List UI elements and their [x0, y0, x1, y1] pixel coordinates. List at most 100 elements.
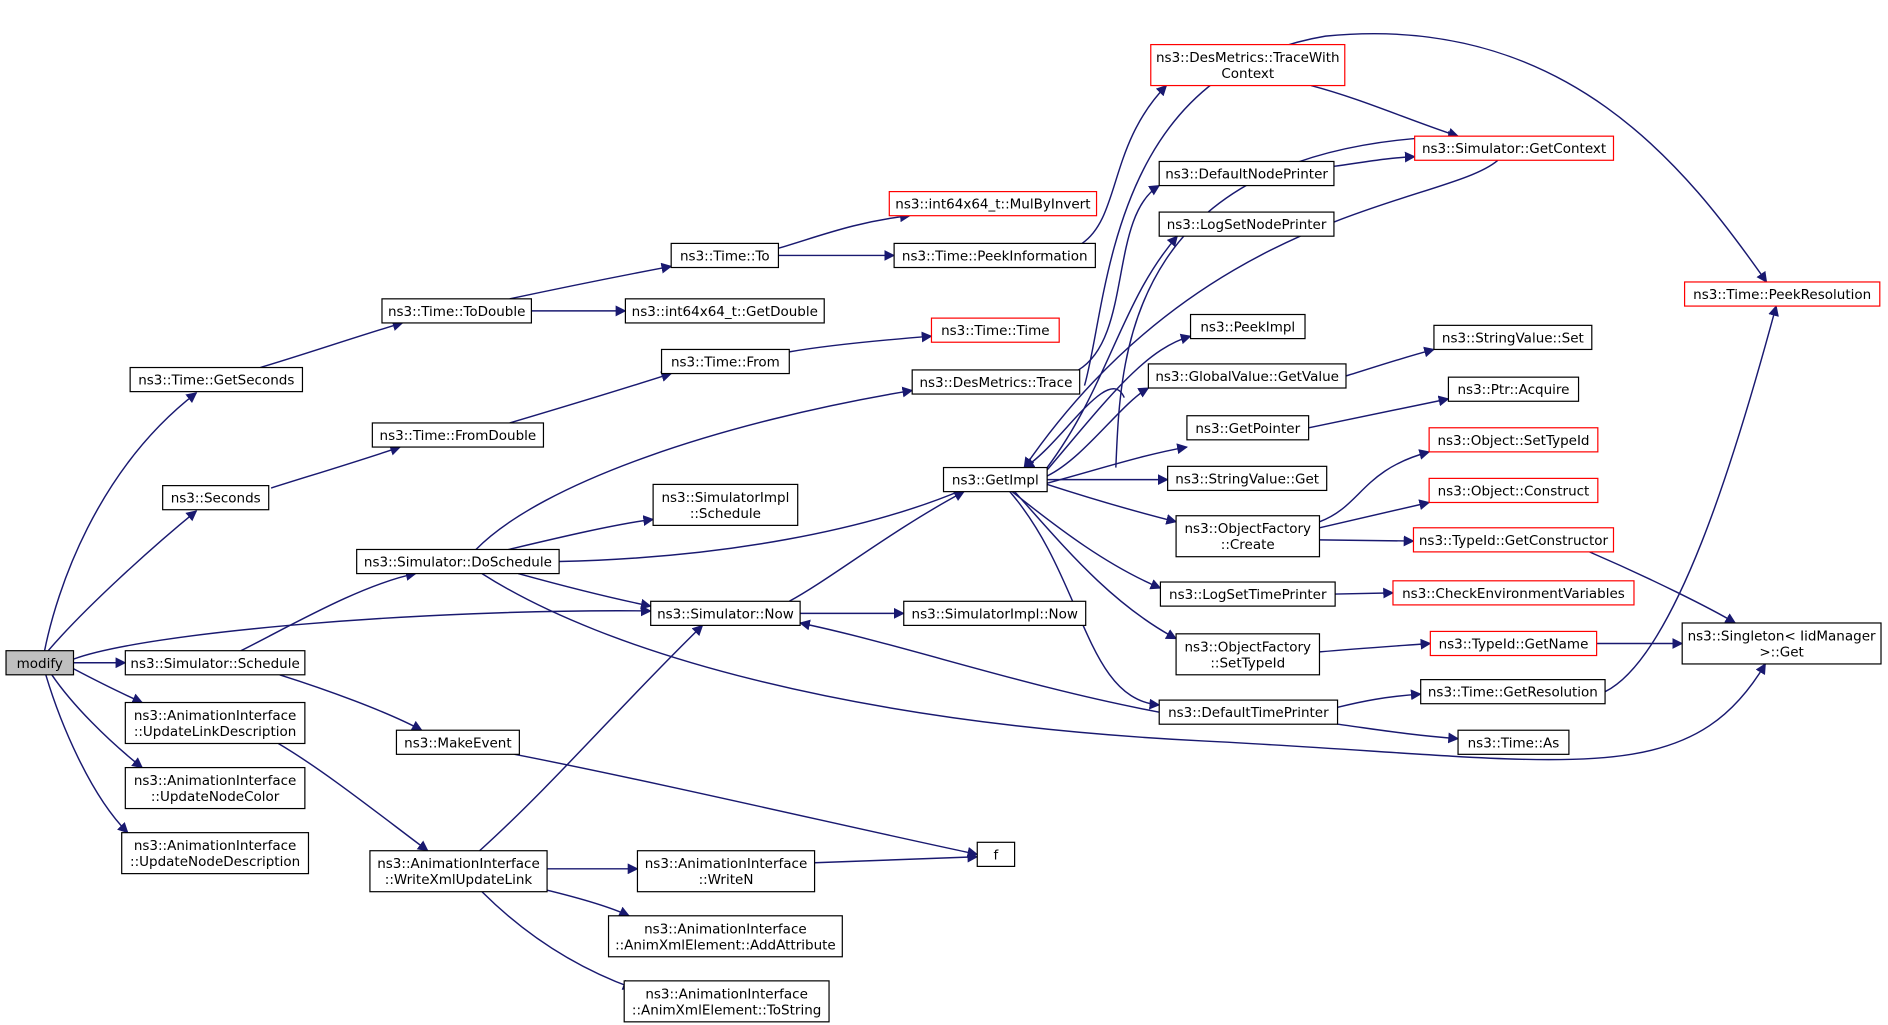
node-label: ns3::ObjectFactory — [1184, 521, 1311, 537]
node-simulator-get-context[interactable]: ns3::Simulator::GetContext — [1414, 135, 1615, 161]
node-modify[interactable]: modify — [5, 650, 75, 676]
node-simulator-now[interactable]: ns3::Simulator::Now — [650, 600, 801, 626]
node-label: ns3::PeekImpl — [1200, 320, 1295, 336]
node-label: ns3::TypeId::GetConstructor — [1419, 533, 1609, 549]
node-type-id-get-constructor[interactable]: ns3::TypeId::GetConstructor — [1412, 527, 1615, 553]
node-box — [1186, 415, 1310, 441]
node-object-factory-create[interactable]: ns3::ObjectFactory::Create — [1175, 515, 1321, 558]
node-box — [1167, 465, 1328, 492]
call-edge — [240, 570, 417, 652]
call-edge — [1308, 395, 1450, 429]
node-time-time[interactable]: ns3::Time::Time — [930, 317, 1060, 343]
function-nodes: modifyns3::Time::GetSecondsns3::Secondsn… — [5, 43, 1882, 1023]
node-object-set-type-id[interactable]: ns3::Object::SetTypeId — [1428, 427, 1599, 453]
node-get-seconds[interactable]: ns3::Time::GetSeconds — [129, 366, 304, 393]
call-edge — [270, 445, 402, 489]
node-peek-impl[interactable]: ns3::PeekImpl — [1189, 313, 1306, 340]
node-type-id-get-name[interactable]: ns3::TypeId::GetName — [1429, 630, 1598, 657]
node-log-set-node-printer[interactable]: ns3::LogSetNodePrinter — [1158, 211, 1335, 237]
node-time-peek-resolution[interactable]: ns3::Time::PeekResolution — [1683, 281, 1881, 307]
node-object-factory-set-type-id[interactable]: ns3::ObjectFactory::SetTypeId — [1175, 633, 1321, 676]
node-label: ns3::GlobalValue::GetValue — [1155, 369, 1339, 385]
node-label: ::UpdateLinkDescription — [134, 724, 297, 740]
node-default-time-printer[interactable]: ns3::DefaultTimePrinter — [1158, 699, 1339, 725]
node-label: ns3::AnimationInterface — [134, 838, 297, 854]
node-label: ns3::AnimationInterface — [645, 856, 808, 872]
node-make-event[interactable]: ns3::MakeEvent — [395, 729, 520, 755]
call-edge — [73, 668, 144, 704]
node-ai-update-node-description[interactable]: ns3::AnimationInterface::UpdateNodeDescr… — [121, 832, 310, 875]
node-box — [623, 980, 830, 1023]
node-ai-write-n[interactable]: ns3::AnimationInterface::WriteN — [636, 850, 816, 893]
node-check-environment-variables[interactable]: ns3::CheckEnvironmentVariables — [1392, 580, 1635, 606]
node-label: ns3::LogSetNodePrinter — [1167, 217, 1327, 233]
node-label: ns3::Ptr::Acquire — [1457, 382, 1569, 398]
node-box — [1414, 135, 1615, 161]
node-box — [1159, 581, 1336, 607]
node-label: ns3::Simulator::GetContext — [1422, 141, 1606, 157]
node-to-double[interactable]: ns3::Time::ToDouble — [381, 298, 533, 324]
node-time-as[interactable]: ns3::Time::As — [1457, 729, 1570, 755]
node-label: ns3::CheckEnvironmentVariables — [1402, 586, 1625, 602]
call-edge — [277, 742, 429, 852]
node-int64-get-double[interactable]: ns3::int64x64_t::GetDouble — [624, 298, 825, 324]
node-time-get-resolution[interactable]: ns3::Time::GetResolution — [1420, 679, 1606, 705]
node-mul-by-invert[interactable]: ns3::int64x64_t::MulByInvert — [888, 190, 1098, 217]
call-edge — [479, 624, 704, 852]
node-simulatorimpl-schedule[interactable]: ns3::SimulatorImpl::Schedule — [652, 483, 799, 526]
node-box — [1147, 363, 1347, 389]
node-ai-write-xml-update-link[interactable]: ns3::AnimationInterface::WriteXmlUpdateL… — [369, 850, 548, 893]
node-box — [381, 298, 533, 324]
node-string-value-set[interactable]: ns3::StringValue::Set — [1433, 324, 1593, 351]
node-get-pointer[interactable]: ns3::GetPointer — [1186, 415, 1310, 441]
node-label: ns3::ObjectFactory — [1184, 639, 1311, 655]
node-simulator-do-schedule[interactable]: ns3::Simulator::DoSchedule — [356, 548, 560, 575]
node-ai-update-link-description[interactable]: ns3::AnimationInterface::UpdateLinkDescr… — [124, 701, 306, 745]
node-box — [124, 766, 306, 810]
node-label: ns3::Time::GetResolution — [1428, 685, 1598, 701]
call-edge — [1319, 535, 1415, 547]
node-label: ns3::Time::PeekInformation — [902, 248, 1088, 264]
node-simulatorimpl-now[interactable]: ns3::SimulatorImpl::Now — [903, 600, 1087, 626]
node-box — [1681, 622, 1882, 665]
node-label: ::UpdateNodeColor — [151, 789, 280, 805]
node-box — [5, 650, 75, 676]
node-peek-information[interactable]: ns3::Time::PeekInformation — [893, 242, 1096, 269]
node-label: ns3::Time::As — [1468, 735, 1560, 751]
node-label: ns3::MakeEvent — [404, 735, 512, 751]
node-time-from[interactable]: ns3::Time::From — [660, 348, 790, 375]
node-box — [1457, 729, 1570, 755]
node-box — [129, 366, 304, 393]
call-edge — [1604, 305, 1779, 693]
node-desmetrics-trace[interactable]: ns3::DesMetrics::Trace — [911, 369, 1081, 395]
node-box — [1447, 376, 1580, 402]
node-singleton-get[interactable]: ns3::Singleton< IidManager>::Get — [1681, 622, 1882, 665]
node-time-to[interactable]: ns3::Time::To — [670, 242, 780, 269]
node-box — [660, 348, 790, 375]
node-log-set-time-printer[interactable]: ns3::LogSetTimePrinter — [1159, 581, 1336, 607]
node-global-value-get-value[interactable]: ns3::GlobalValue::GetValue — [1147, 363, 1347, 389]
node-get-impl[interactable]: ns3::GetImpl — [942, 466, 1048, 493]
node-from-double[interactable]: ns3::Time::FromDouble — [371, 422, 545, 448]
node-label: ns3::StringValue::Set — [1442, 330, 1584, 346]
node-object-construct[interactable]: ns3::Object::Construct — [1428, 477, 1599, 504]
node-ptr-acquire[interactable]: ns3::Ptr::Acquire — [1447, 376, 1580, 402]
node-seconds[interactable]: ns3::Seconds — [162, 485, 270, 511]
call-edge — [1014, 491, 1178, 640]
node-f[interactable]: f — [976, 841, 1016, 867]
node-simulator-schedule[interactable]: ns3::Simulator::Schedule — [124, 650, 306, 676]
node-ai-update-node-color[interactable]: ns3::AnimationInterface::UpdateNodeColor — [124, 766, 306, 810]
node-string-value-get[interactable]: ns3::StringValue::Get — [1167, 465, 1328, 492]
node-default-node-printer[interactable]: ns3::DefaultNodePrinter — [1158, 160, 1335, 187]
node-label: ns3::int64x64_t::GetDouble — [632, 304, 818, 320]
call-edge — [1046, 333, 1192, 471]
node-box — [162, 485, 270, 511]
node-label: ns3::StringValue::Get — [1175, 471, 1319, 487]
node-ai-to-string[interactable]: ns3::AnimationInterface::AnimXmlElement:… — [623, 980, 830, 1023]
node-ai-add-attribute[interactable]: ns3::AnimationInterface::AnimXmlElement:… — [607, 915, 843, 958]
node-label: ns3::Time::Time — [941, 323, 1049, 339]
node-label: ns3::AnimationInterface — [134, 773, 297, 789]
call-edge — [789, 331, 933, 353]
